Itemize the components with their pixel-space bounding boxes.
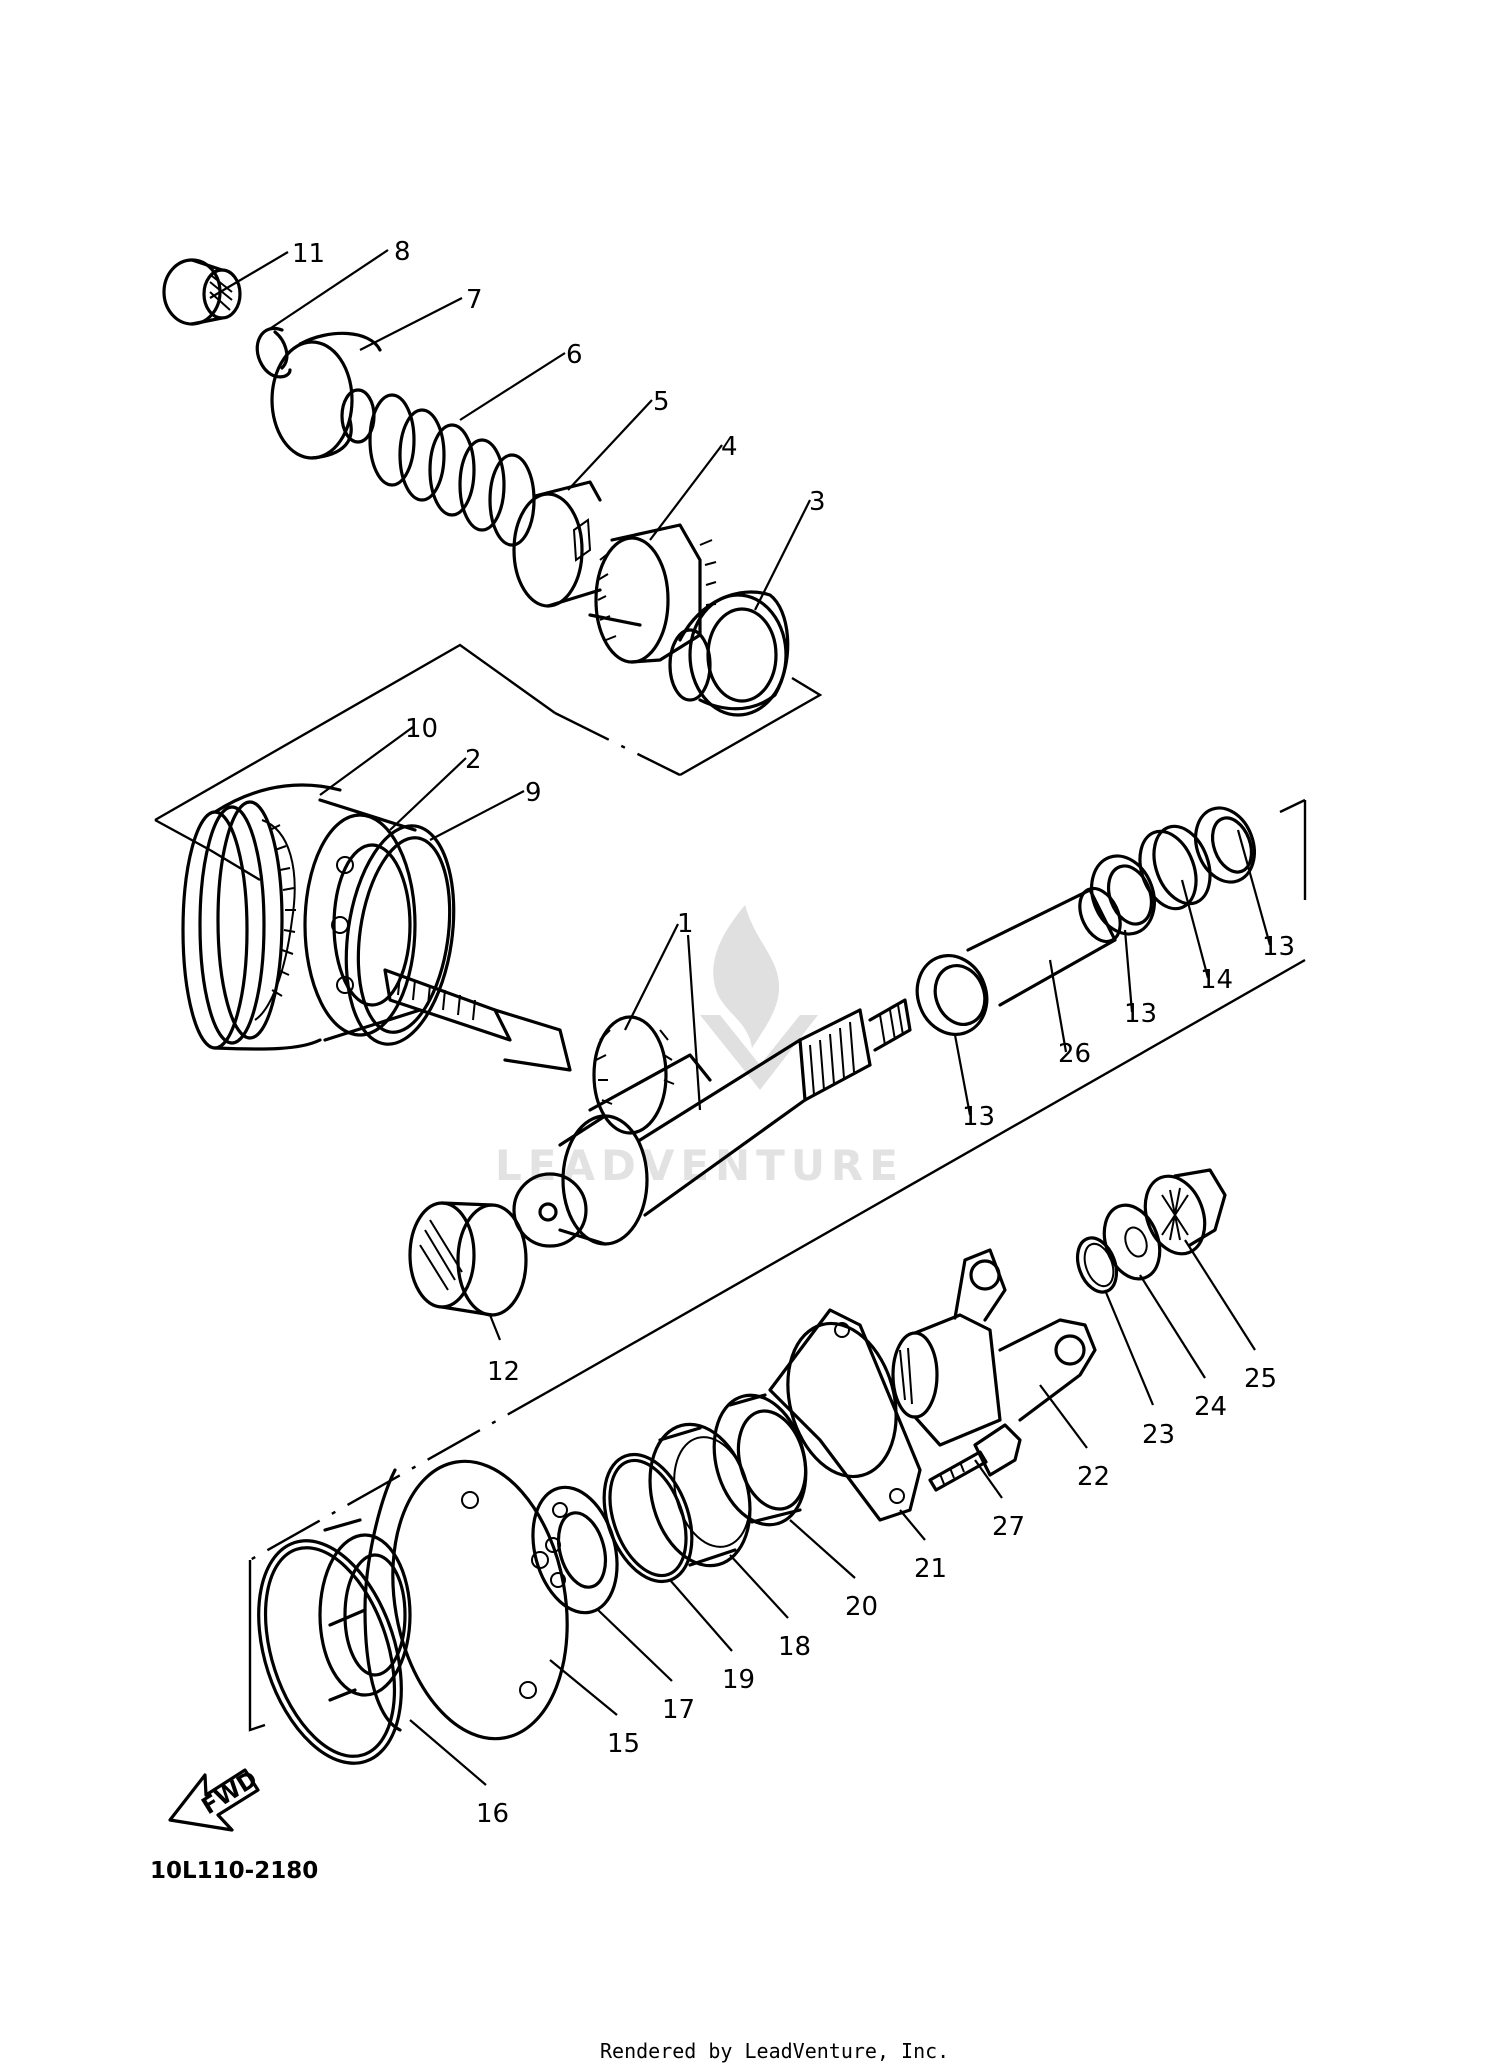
gear-4 xyxy=(588,523,717,664)
compression-spring-6 xyxy=(368,393,536,547)
bearing-housing-15 xyxy=(318,1459,569,1741)
diagram-code: 10L110-2180 xyxy=(150,1858,318,1884)
callout-label: 27 xyxy=(992,1512,1025,1542)
needle-bearing-12 xyxy=(408,1201,528,1317)
spring-14 xyxy=(1138,824,1212,911)
needle-bearing-11 xyxy=(162,258,242,326)
ring-nut-3 xyxy=(668,590,790,717)
ball-bearing-17 xyxy=(531,1485,619,1615)
collar-13-a xyxy=(915,954,989,1036)
callout-label: 10 xyxy=(405,714,438,744)
o-ring-16 xyxy=(257,1539,403,1765)
oil-seal-20 xyxy=(712,1393,808,1527)
callout-label: 12 xyxy=(487,1357,520,1387)
callout-label: 1 xyxy=(677,909,694,939)
callout-label: 13 xyxy=(1262,932,1295,962)
cam-5 xyxy=(512,480,602,608)
callout-label: 8 xyxy=(394,237,411,267)
callout-label: 9 xyxy=(525,778,542,808)
watermark-text: LEADVENTURE xyxy=(495,1141,904,1190)
sleeve-26 xyxy=(966,886,1122,1007)
clutch-housing-10 xyxy=(181,783,342,1051)
bolt-27 xyxy=(928,1423,1022,1492)
callout-label: 3 xyxy=(809,487,826,517)
circlip-8 xyxy=(255,326,292,379)
callout-label: 4 xyxy=(721,432,738,462)
bevel-gear-shaft-1 xyxy=(383,968,912,1248)
leader-lines xyxy=(209,249,1272,1786)
callout-label: 16 xyxy=(476,1799,509,1829)
callout-label: 2 xyxy=(465,745,482,775)
callout-label: 14 xyxy=(1200,965,1233,995)
universal-joint-yoke-22 xyxy=(891,1248,1097,1447)
washer-24 xyxy=(1102,1203,1162,1281)
forward-arrow-icon: FWD xyxy=(168,1766,262,1832)
render-credit: Rendered by LeadVenture, Inc. xyxy=(600,2039,949,2063)
collar-13-c xyxy=(1194,806,1256,884)
callout-label: 21 xyxy=(914,1554,947,1584)
callout-label: 13 xyxy=(962,1102,995,1132)
callout-labels: 11 8 7 6 5 4 3 10 2 9 1 13 14 13 26 13 1… xyxy=(292,237,1295,1829)
callout-label: 7 xyxy=(466,285,483,315)
spring-cup-7 xyxy=(270,331,382,460)
callout-label: 23 xyxy=(1142,1420,1175,1450)
callout-label: 11 xyxy=(292,239,325,269)
watermark-logo xyxy=(700,905,818,1090)
fwd-label: FWD xyxy=(197,1766,262,1820)
callout-label: 5 xyxy=(653,387,670,417)
callout-label: 13 xyxy=(1124,999,1157,1029)
callout-label: 18 xyxy=(778,1632,811,1662)
shim-9 xyxy=(344,824,456,1046)
callout-label: 22 xyxy=(1077,1462,1110,1492)
callout-label: 17 xyxy=(662,1695,695,1725)
callout-label: 24 xyxy=(1194,1392,1227,1422)
flange-nut-25 xyxy=(1143,1168,1227,1256)
callout-label: 15 xyxy=(607,1729,640,1759)
callout-label: 6 xyxy=(566,340,583,370)
callout-label: 20 xyxy=(845,1592,878,1622)
bearing-18 xyxy=(648,1422,752,1568)
callout-label: 19 xyxy=(722,1665,755,1695)
callout-label: 26 xyxy=(1058,1039,1091,1069)
gasket-plate-21 xyxy=(768,1308,922,1522)
callout-label: 25 xyxy=(1244,1364,1277,1394)
assembly-frames xyxy=(154,643,1307,1732)
